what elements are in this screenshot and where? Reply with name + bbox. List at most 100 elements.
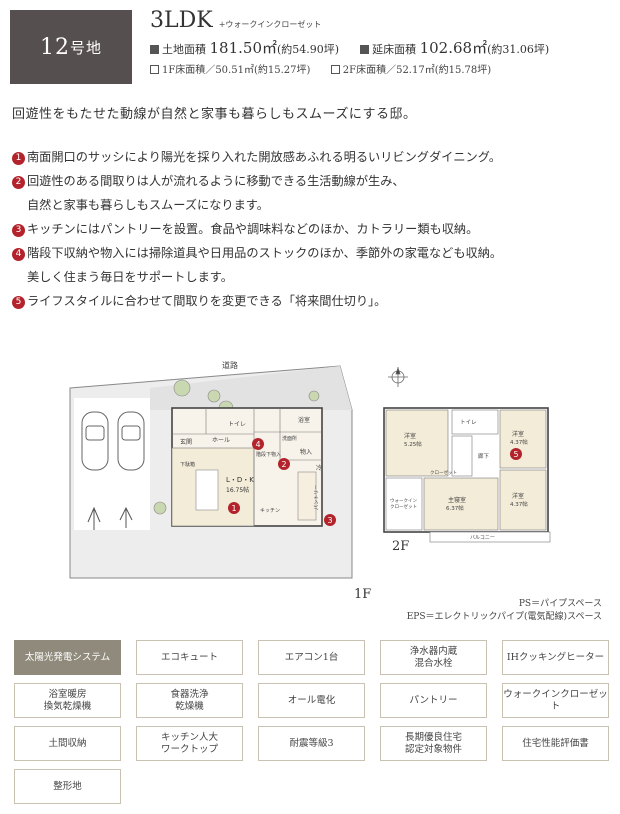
balcony-label: バルコニー xyxy=(470,535,495,541)
floor-label-2f: 2F xyxy=(392,539,409,554)
room-c-label: 洋室 xyxy=(512,492,524,500)
land-area-value: 181.50㎡ xyxy=(209,39,278,57)
feature-item: エコキュート xyxy=(136,640,243,675)
f1-area-label: 1F床面積／ xyxy=(162,65,216,76)
floor-area-value: 102.68㎡ xyxy=(419,39,488,57)
point-text: 階段下収納や物入には掃除道具や日用品のストックのほか、季節外の家電なども収納。 xyxy=(27,246,503,260)
lot-number: 12 xyxy=(39,34,70,60)
car-icon xyxy=(81,411,145,471)
point-text: 南面開口のサッシにより陽光を採り入れた開放感あふれる明るいリビングダイニング。 xyxy=(27,150,502,164)
lot-suffix: 号地 xyxy=(69,38,102,57)
fridge-label: 冷 xyxy=(316,464,322,472)
feature-item: IHクッキングヒーター xyxy=(502,640,609,675)
feature-item: 土間収納 xyxy=(14,726,121,761)
f1-area-value: 50.51㎡ xyxy=(215,65,254,76)
marker-3: 3 xyxy=(324,514,336,526)
feature-item: 長期優良住宅認定対象物件 xyxy=(380,726,487,761)
feature-grid: 太陽光発電システム エコキュート エアコン1台 浄水器内蔵混合水栓 IHクッキン… xyxy=(14,640,610,804)
master-bedroom xyxy=(423,477,499,531)
point-text-cont: 美しく住まう毎日をサポートします。 xyxy=(27,270,233,284)
kitchen-counter xyxy=(297,471,317,521)
svg-text:5: 5 xyxy=(513,450,518,459)
stairs-2f xyxy=(451,435,473,477)
road-area xyxy=(150,366,352,410)
f1-area-tsubo: (約15.27坪) xyxy=(253,65,311,76)
point-number: 1 xyxy=(12,152,25,165)
toilet-2f-label: トイレ xyxy=(460,420,477,426)
floor-area-tsubo: (約31.06坪) xyxy=(487,43,550,56)
notes: PS＝パイプスペース EPS＝エレクトリックパイプ(電気配線)スペース xyxy=(407,598,602,624)
master-size: 6.37帖 xyxy=(446,504,464,512)
feature-item: ウォークインクローゼット xyxy=(502,683,609,718)
ldk-label: L・D・K xyxy=(226,476,254,484)
toilet-2f xyxy=(451,409,499,435)
entrance-label: 玄関 xyxy=(180,438,192,446)
point-number: 4 xyxy=(12,248,25,261)
feature-item: 耐震等級3 xyxy=(258,726,365,761)
marker-5: 5 xyxy=(510,448,522,460)
point-text: 回遊性のある間取りは人が流れるように移動できる生活動線が生み、 xyxy=(27,174,405,188)
bath-label: 浴室 xyxy=(298,416,310,424)
corridor-label: 廊下 xyxy=(478,452,490,460)
land-area-label: 土地面積 xyxy=(162,43,206,56)
feature-item: 浴室暖房換気乾燥機 xyxy=(14,683,121,718)
feature-item: 食器洗浄乾燥機 xyxy=(136,683,243,718)
dining-table xyxy=(195,469,219,511)
washroom-label: 洗面所 xyxy=(282,435,297,442)
marker-4: 4 xyxy=(252,438,264,450)
point-text: ライフスタイルに合わせて間取りを変更できる「将来間仕切り」。 xyxy=(27,294,387,308)
compass-icon xyxy=(388,366,408,387)
f2-area-label: 2F床面積／ xyxy=(342,65,397,76)
svg-text:2: 2 xyxy=(281,460,286,469)
plan-header: 3LDK +ウォークインクローゼット 土地面積 181.50㎡(約54.90坪) … xyxy=(150,8,610,76)
marker-1: 1 xyxy=(228,502,240,514)
note-eps: EPS＝エレクトリックパイプ(電気配線)スペース xyxy=(406,612,602,622)
closet-label: クローゼット xyxy=(430,469,457,476)
feature-item: 浄水器内蔵混合水栓 xyxy=(380,640,487,675)
kitchen-label: キッチン xyxy=(260,508,280,514)
feature-item: 整形地 xyxy=(14,769,121,804)
pantry-label: パントリー xyxy=(314,485,320,510)
square-outline-icon xyxy=(150,65,159,74)
room-b-size: 4.37帖 xyxy=(510,438,528,446)
plan-type: 3LDK xyxy=(150,8,213,33)
point-number: 2 xyxy=(12,176,25,189)
floor-area-label: 延床面積 xyxy=(372,43,417,56)
room-a xyxy=(385,409,449,477)
svg-text:3: 3 xyxy=(327,516,332,525)
room-b xyxy=(499,409,547,469)
walk-in-closet xyxy=(385,477,423,531)
floor-plans: 道路 玄関 ホー xyxy=(69,360,551,600)
feature-item: パントリー xyxy=(380,683,487,718)
f2-area-tsubo: (約15.78坪) xyxy=(434,65,492,76)
balcony xyxy=(429,531,551,543)
hall-label: ホール xyxy=(212,437,230,444)
plan-subtitle: +ウォークインクローゼット xyxy=(218,20,322,29)
parking-area xyxy=(74,398,150,530)
square-filled-icon xyxy=(360,45,370,54)
land-area-tsubo: (約54.90坪) xyxy=(277,43,340,56)
area-row-floors: 1F床面積／50.51㎡(約15.27坪) 2F床面積／52.17㎡(約15.7… xyxy=(150,61,610,76)
master-label: 主寝室 xyxy=(448,496,466,504)
square-outline-icon xyxy=(330,65,340,74)
feature-item: キッチン人大ワークトップ xyxy=(136,726,243,761)
floor-plan-2f: 洋室 5.25帖 洋室 4.37帖 洋室 4.37帖 主寝室 6.37帖 ウォー… xyxy=(383,407,551,554)
room-c-size: 4.37帖 xyxy=(510,500,528,508)
point-text: キッチンにはパントリーを設置。食品や調味料などのほか、カトラリー類も収納。 xyxy=(27,222,479,236)
area-row-main: 土地面積 181.50㎡(約54.90坪) 延床面積 102.68㎡(約31.0… xyxy=(150,37,610,58)
ldk-size: 16.75帖 xyxy=(226,486,249,494)
stair-storage-label: 階段下物入 xyxy=(256,451,281,458)
feature-item: 住宅性能評価書 xyxy=(502,726,609,761)
shoes-label: 下駄箱 xyxy=(180,461,195,468)
road-label: 道路 xyxy=(222,360,238,370)
square-filled-icon xyxy=(150,45,159,54)
svg-text:1: 1 xyxy=(231,504,236,513)
tree-icon xyxy=(87,506,133,530)
